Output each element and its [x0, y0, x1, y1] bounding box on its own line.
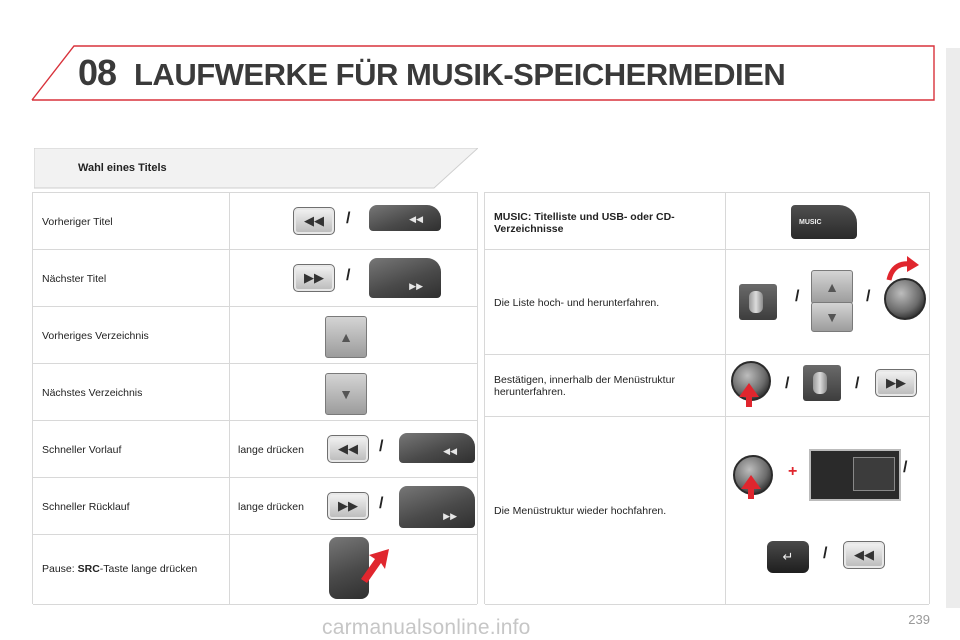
steering-stalk-image: ▶▶ — [399, 486, 475, 528]
next-track-button: ▶▶ — [293, 264, 335, 292]
row-label: Schneller Rücklauf — [42, 501, 130, 513]
press-arrow-icon — [741, 475, 761, 489]
separator: / — [785, 375, 790, 392]
back-button: ↵ — [767, 541, 809, 573]
rewind-button: ▶▶ — [327, 492, 369, 520]
row-label: Nächstes Verzeichnis — [42, 387, 143, 399]
watermark: carmanualsonline.info — [322, 616, 531, 639]
table-row: Nächstes Verzeichnis ▼ — [33, 363, 477, 421]
separator: / — [346, 267, 351, 284]
edge-bar — [946, 48, 960, 608]
down-arrow-key: ▼ — [811, 302, 853, 332]
row-label: MUSIC: Titelliste und USB- oder CD-Verze… — [494, 211, 675, 235]
previous-track-button: ◀◀ — [293, 207, 335, 235]
rotate-arrow-icon — [886, 256, 919, 281]
thumbwheel-image — [739, 284, 777, 320]
row-label: Die Liste hoch- und herunterfahren. — [494, 297, 660, 309]
display-screen-image — [809, 449, 901, 501]
page-title: LAUFWERKE FÜR MUSIK-SPEICHERMEDIEN — [134, 57, 786, 92]
table-row: Vorheriger Titel ◀◀ / ◀◀ — [33, 192, 477, 250]
separator: / — [903, 459, 908, 476]
steering-stalk-image: ▶▶ — [369, 258, 441, 298]
row-label: Schneller Vorlauf — [42, 444, 122, 456]
row-label: Nächster Titel — [42, 273, 107, 285]
separator: / — [855, 375, 860, 392]
up-arrow-key: ▲ — [811, 270, 853, 304]
table-row: Schneller Vorlauf lange drücken ◀◀ / ◀◀ — [33, 420, 477, 478]
next-track-button: ▶▶ — [875, 369, 917, 397]
plus-sign: + — [788, 463, 798, 480]
table-row: Nächster Titel ▶▶ / ▶▶ — [33, 249, 477, 307]
row-label: Bestätigen, innerhalb der Menüstruktur h… — [494, 374, 675, 398]
section-title: Wahl eines Titels — [78, 162, 167, 174]
row-label: Vorheriges Verzeichnis — [42, 330, 149, 342]
table-row: Bestätigen, innerhalb der Menüstruktur h… — [485, 354, 929, 417]
left-table: Vorheriger Titel ◀◀ / ◀◀ Nächster Titel … — [32, 192, 478, 605]
separator: / — [823, 545, 828, 562]
separator: / — [866, 288, 871, 305]
down-arrow-key: ▼ — [325, 373, 367, 415]
table-row: Die Menüstruktur wieder hochfahren. + / … — [485, 416, 929, 605]
table-row: MUSIC: Titelliste und USB- oder CD-Verze… — [485, 192, 929, 250]
separator: / — [795, 288, 800, 305]
previous-track-button: ◀◀ — [843, 541, 885, 569]
fast-forward-button: ◀◀ — [327, 435, 369, 463]
up-arrow-key: ▲ — [325, 316, 367, 358]
row-action: lange drücken — [238, 501, 304, 513]
press-arrow-icon — [739, 383, 759, 397]
steering-stalk-image: ◀◀ — [399, 433, 475, 463]
press-arrow-stem — [748, 487, 754, 499]
press-arrow-stem — [746, 395, 752, 407]
row-label: Vorheriger Titel — [42, 216, 113, 228]
section-header: Wahl eines Titels — [34, 148, 478, 190]
table-row: Die Liste hoch- und herunterfahren. / ▲ … — [485, 249, 929, 355]
rotary-knob-image — [884, 278, 926, 320]
chapter-number: 08 — [78, 52, 117, 93]
page-number: 239 — [908, 612, 930, 627]
table-row: Pause: SRC-Taste lange drücken — [33, 534, 477, 605]
src-stalk-image — [329, 537, 369, 599]
row-label: Pause: SRC-Taste lange drücken — [42, 563, 198, 575]
separator: / — [379, 495, 384, 512]
music-button: MUSIC — [791, 205, 857, 239]
table-row: Schneller Rücklauf lange drücken ▶▶ / ▶▶ — [33, 477, 477, 535]
steering-stalk-image: ◀◀ — [369, 205, 441, 231]
red-arrow-icon — [361, 549, 389, 583]
separator: / — [379, 438, 384, 455]
separator: / — [346, 210, 351, 227]
header-frame — [31, 45, 935, 101]
right-table: MUSIC: Titelliste und USB- oder CD-Verze… — [484, 192, 930, 605]
thumbwheel-image — [803, 365, 841, 401]
row-label: Die Menüstruktur wieder hochfahren. — [494, 505, 667, 517]
row-action: lange drücken — [238, 444, 304, 456]
table-row: Vorheriges Verzeichnis ▲ — [33, 306, 477, 364]
